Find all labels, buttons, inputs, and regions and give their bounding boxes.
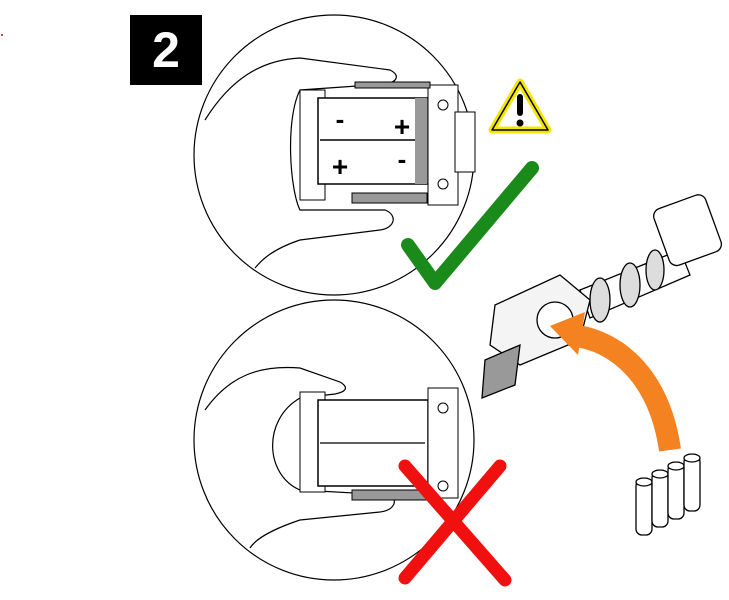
hand-outline xyxy=(204,57,397,269)
checkmark-icon xyxy=(401,161,539,290)
insert-arrow xyxy=(568,324,681,452)
bottom-battery-minus-label: - xyxy=(398,144,407,174)
top-battery-minus-label: - xyxy=(336,104,345,134)
battery-holder xyxy=(299,81,476,206)
aa-batteries-icon xyxy=(635,453,701,536)
stray-dot xyxy=(1,34,3,36)
correct-orientation-panel: - + + - xyxy=(193,14,552,296)
step-number-badge: 2 xyxy=(130,15,202,85)
incorrect-orientation-panel xyxy=(193,299,512,587)
bottom-battery-plus-label: + xyxy=(332,151,348,182)
lock-cylinder-illustration xyxy=(481,194,723,399)
cross-icon xyxy=(398,459,512,587)
hand-outline xyxy=(204,366,395,549)
warning-icon xyxy=(488,78,552,134)
insert-arrow-head xyxy=(550,312,585,355)
empty-battery-holder xyxy=(299,387,459,501)
top-battery-plus-label: + xyxy=(394,111,410,142)
